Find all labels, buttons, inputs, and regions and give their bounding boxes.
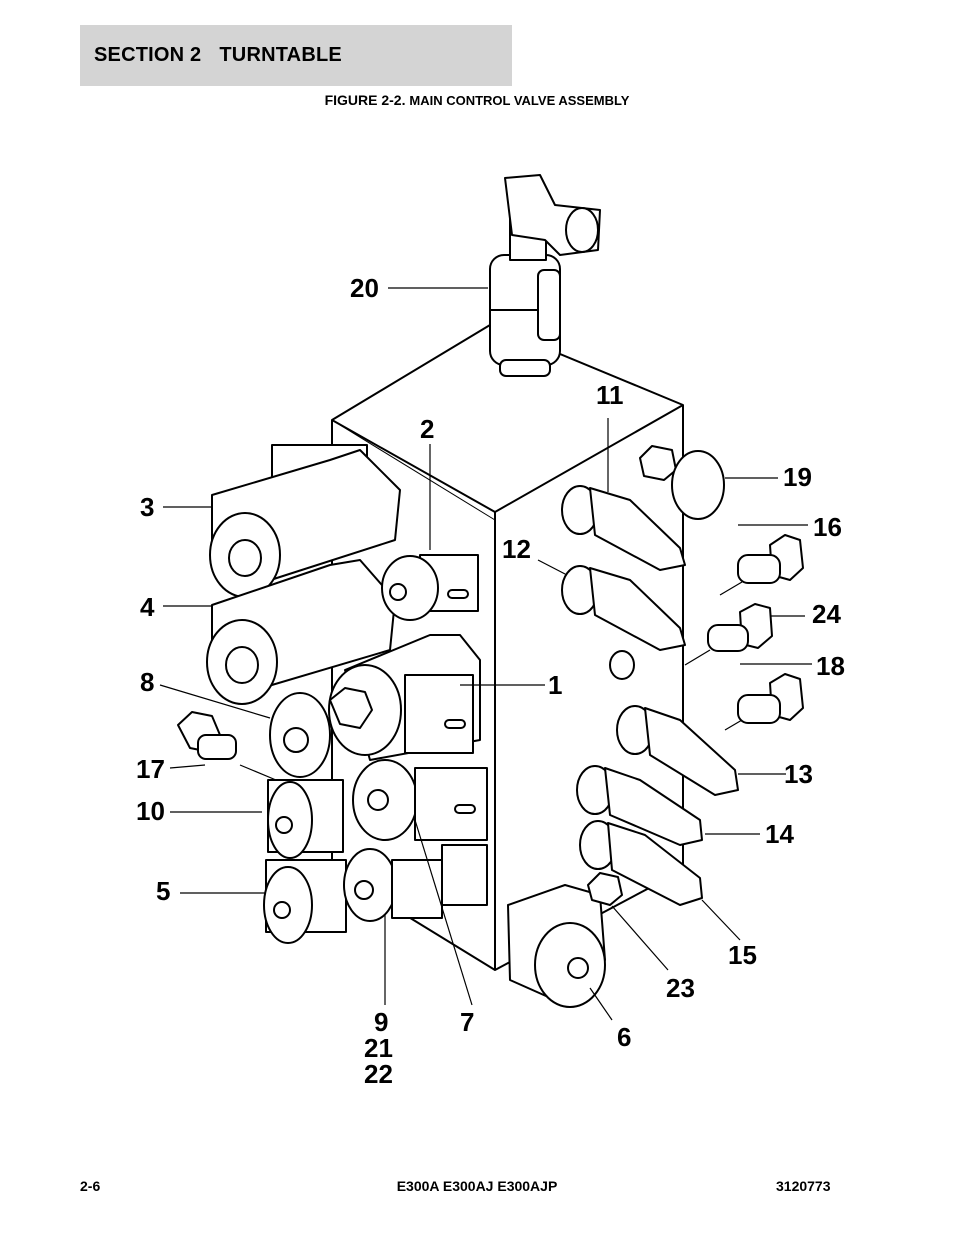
figure-caption: MAIN CONTROL VALVE ASSEMBLY	[409, 93, 630, 108]
callout-15: 15	[728, 940, 757, 970]
solenoid-10	[267, 779, 344, 859]
callout-22: 22	[364, 1059, 393, 1089]
callout-8: 8	[140, 667, 154, 697]
callout-2: 2	[420, 414, 434, 444]
section-header: SECTION 2 TURNTABLE	[80, 25, 512, 86]
coil-9	[343, 844, 488, 922]
valve-drawing	[177, 174, 804, 1008]
footer-models: E300A E300AJ E300AJP	[396, 1178, 558, 1194]
callout-4: 4	[140, 592, 155, 622]
callout-23: 23	[666, 973, 695, 1003]
callout-19: 19	[783, 462, 812, 492]
callout-12: 12	[502, 534, 531, 564]
solenoid-1	[328, 634, 481, 761]
port-plug	[609, 650, 635, 680]
relief-24	[707, 603, 773, 652]
footer-doc-number: 3120773	[776, 1178, 831, 1194]
callout-5: 5	[156, 876, 170, 906]
callout-1: 1	[548, 670, 562, 700]
solenoid-3	[209, 444, 401, 598]
callout-labels: 1 2 3 4 5 6 7 8 9 10 11 12 13 14 15 16 1…	[136, 273, 845, 1089]
callout-11: 11	[596, 380, 624, 410]
figure-title: FIGURE 2-2. MAIN CONTROL VALVE ASSEMBLY	[0, 92, 954, 108]
callout-17: 17	[136, 754, 165, 784]
callout-7: 7	[460, 1007, 474, 1037]
figure-number: FIGURE 2-2.	[324, 92, 406, 108]
solenoid-4	[206, 559, 396, 705]
solenoid-5	[263, 859, 347, 944]
cartridge-12	[561, 565, 686, 651]
cap-19	[639, 445, 725, 520]
coil-2	[381, 554, 479, 621]
solenoid-6	[507, 884, 606, 1008]
leader-lines	[159, 287, 812, 1021]
cartridge-13	[616, 705, 739, 796]
footer-page-number: 2-6	[80, 1178, 101, 1194]
solenoid-8	[269, 692, 331, 778]
callout-24: 24	[812, 599, 841, 629]
relief-16	[737, 534, 804, 584]
callout-14: 14	[765, 819, 794, 849]
callout-16: 16	[813, 512, 842, 542]
cartridge-14	[576, 765, 703, 846]
section-label: SECTION 2	[94, 44, 202, 66]
plug-23	[587, 872, 623, 906]
hand-pump	[489, 174, 601, 377]
callout-9: 9	[374, 1007, 388, 1037]
callout-21: 21	[364, 1033, 393, 1063]
fitting-17	[177, 711, 237, 760]
callout-18: 18	[816, 651, 845, 681]
callout-3: 3	[140, 492, 154, 522]
callout-20: 20	[350, 273, 379, 303]
section-title: TURNTABLE	[219, 44, 342, 66]
callout-10: 10	[136, 796, 165, 826]
callout-13: 13	[784, 759, 813, 789]
cartridge-15	[579, 820, 703, 906]
callout-6: 6	[617, 1022, 631, 1052]
relief-18	[737, 673, 804, 724]
solenoid-7	[352, 759, 488, 841]
cartridge-11	[561, 485, 686, 571]
